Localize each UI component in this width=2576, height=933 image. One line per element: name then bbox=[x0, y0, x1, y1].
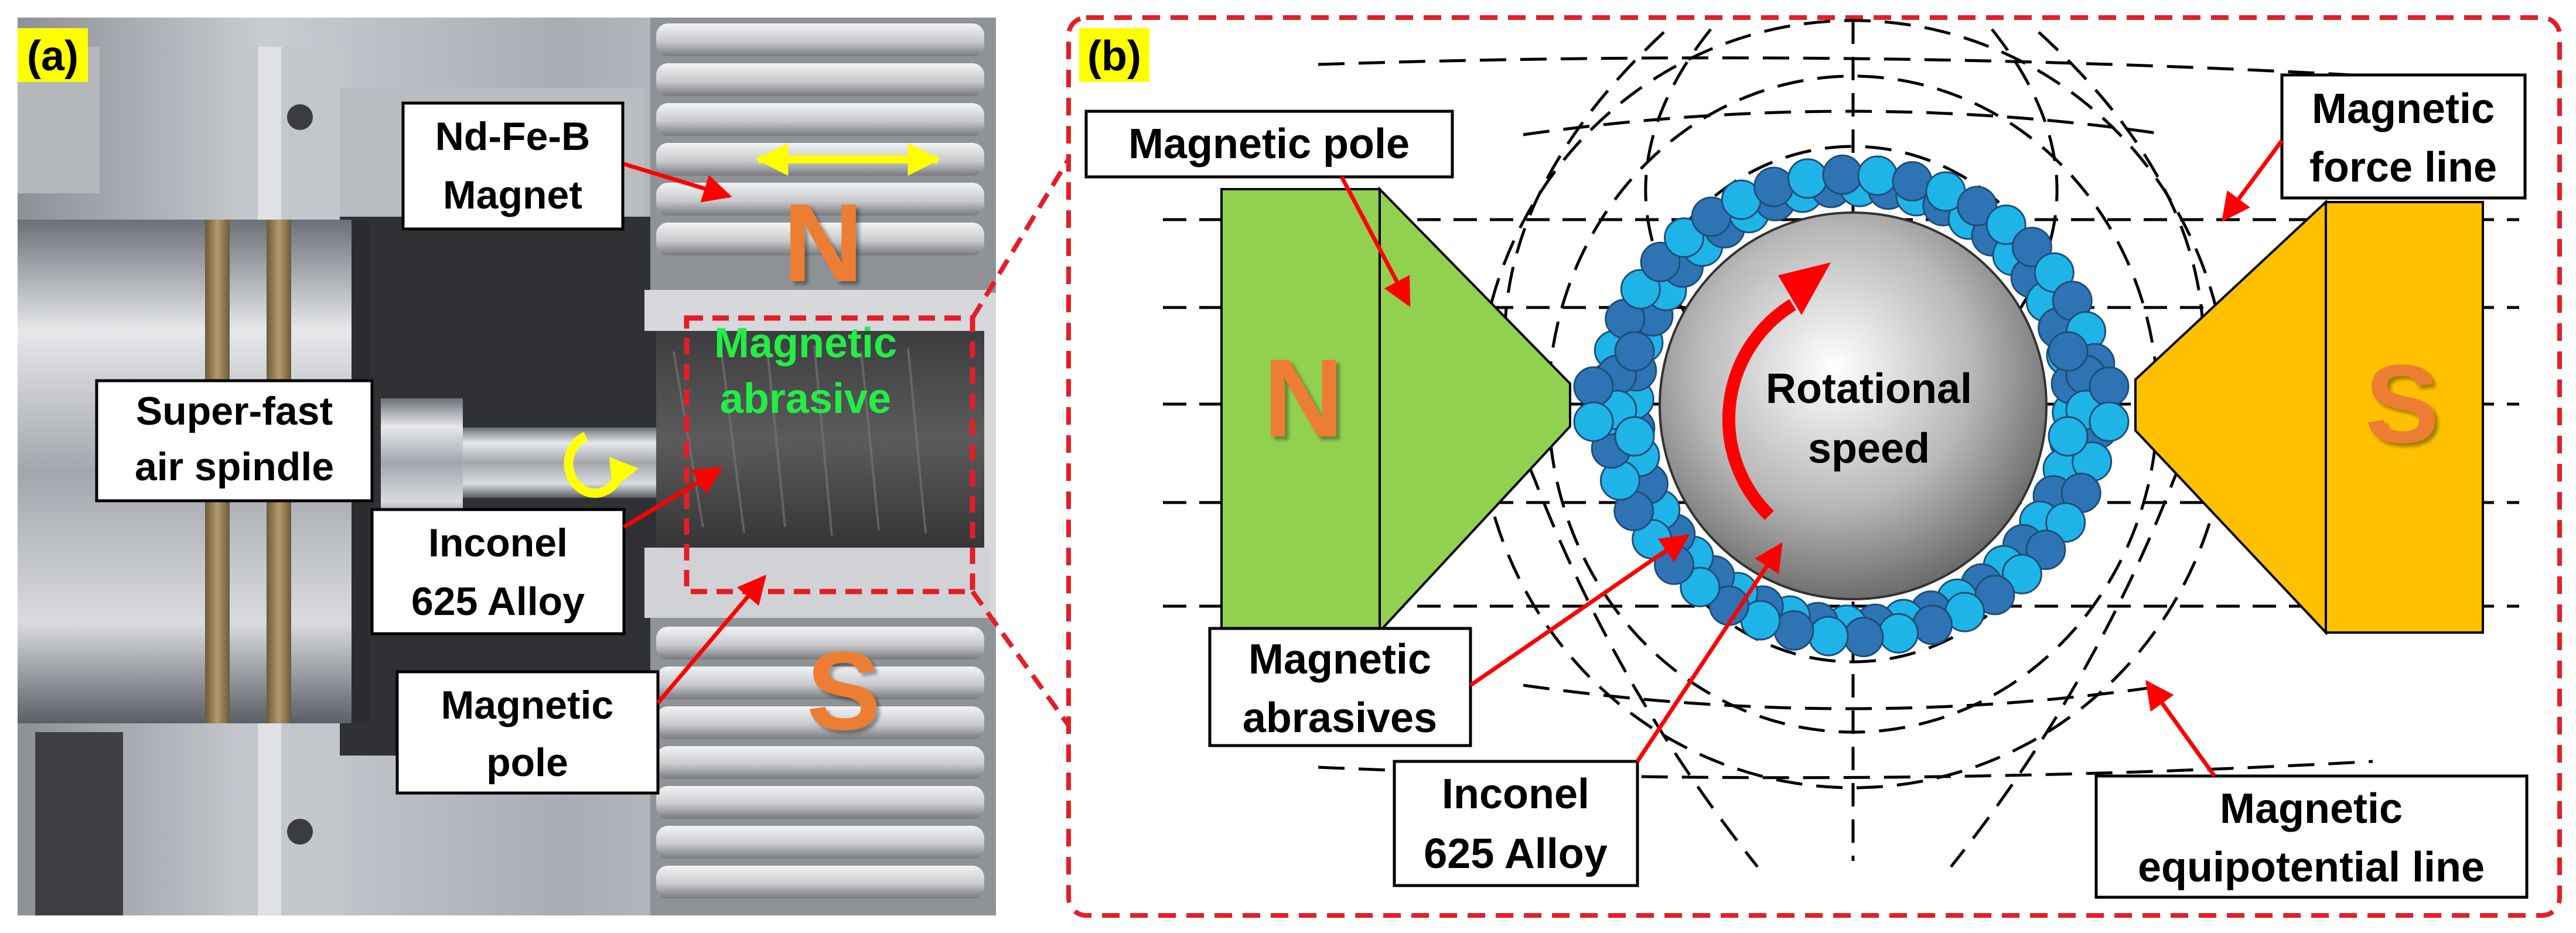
south-magnet-stack bbox=[644, 548, 996, 915]
abrasive-particle bbox=[1620, 269, 1661, 310]
svg-text:Inconel: Inconel bbox=[1442, 771, 1589, 818]
abrasive-particle bbox=[1878, 613, 1919, 654]
rotation-arrow-icon bbox=[564, 432, 639, 498]
abrasive-brush bbox=[656, 331, 984, 548]
north-pole-block bbox=[1220, 186, 1571, 635]
callout-force-line: Magnetic force line bbox=[2222, 73, 2527, 222]
panel-a-tag-bg bbox=[18, 28, 88, 82]
diagram-south-letter: S bbox=[2365, 342, 2439, 466]
spindle-shaft bbox=[381, 398, 463, 527]
callout-workpiece-b: Inconel 625 Alloy bbox=[1393, 542, 1783, 887]
svg-text:Magnetic pole: Magnetic pole bbox=[1128, 121, 1410, 168]
svg-text:air spindle: air spindle bbox=[135, 445, 334, 489]
zoom-connector-bottom bbox=[970, 590, 1072, 728]
panel-a-tag: (a) bbox=[27, 33, 79, 80]
svg-text:Inconel: Inconel bbox=[428, 521, 568, 565]
callout-equipotential: Magnetic equipotential line bbox=[2094, 680, 2529, 899]
abrasive-particle bbox=[1912, 604, 1953, 645]
callout-pole-a: Magnetic pole bbox=[395, 575, 767, 795]
svg-text:Super-fast: Super-fast bbox=[136, 389, 333, 433]
abrasive-particle bbox=[1787, 158, 1828, 199]
abrasive-particle bbox=[2011, 227, 2052, 268]
photo-north-letter: N bbox=[783, 181, 863, 305]
abrasive-particle bbox=[1573, 366, 1614, 407]
abrasive-particle bbox=[1843, 617, 1884, 658]
abrasive-particle bbox=[1664, 217, 1705, 258]
abrasive-particle bbox=[2089, 366, 2130, 407]
callout-workpiece-a: Inconel 625 Alloy bbox=[370, 467, 724, 635]
photo-south-letter: S bbox=[807, 629, 881, 753]
rotation-arrow bbox=[1722, 262, 1831, 520]
abrasive-particle bbox=[1857, 155, 1898, 196]
svg-text:Magnetic: Magnetic bbox=[2312, 86, 2495, 132]
zoom-connector-top bbox=[970, 156, 1072, 320]
abrasive-particle bbox=[2001, 553, 2042, 594]
callout-magnetic-pole-b: Magnetic pole bbox=[1084, 110, 1454, 307]
abrasive-particle bbox=[1957, 186, 1998, 227]
abrasive-particle bbox=[1680, 566, 1721, 607]
abrasive-particle bbox=[1614, 416, 1655, 457]
abrasive-particle bbox=[2048, 416, 2089, 457]
panel-b-tag: (b) bbox=[1087, 33, 1141, 80]
svg-text:Magnetic: Magnetic bbox=[1248, 636, 1431, 683]
svg-text:Magnetic: Magnetic bbox=[441, 683, 614, 727]
svg-text:625 Alloy: 625 Alloy bbox=[1424, 831, 1608, 877]
abrasive-particle bbox=[1573, 401, 1614, 442]
svg-text:625 Alloy: 625 Alloy bbox=[411, 579, 585, 624]
south-pole-block bbox=[2134, 199, 2484, 636]
abrasive-particle bbox=[2025, 529, 2066, 570]
rotation-label-line2: speed bbox=[1808, 425, 1930, 472]
abrasive-particle bbox=[2045, 502, 2086, 543]
panel-b-tag-bg bbox=[1079, 28, 1149, 82]
diagram-north-letter: N bbox=[1263, 336, 1343, 460]
abrasive-label-line1: Magnetic bbox=[714, 320, 897, 367]
svg-text:force line: force line bbox=[2309, 144, 2497, 191]
svg-text:pole: pole bbox=[486, 740, 568, 785]
abrasive-particle bbox=[1614, 331, 1655, 372]
svg-text:Magnetic: Magnetic bbox=[2220, 785, 2403, 832]
abrasive-particle bbox=[2089, 401, 2130, 442]
abrasive-particle bbox=[2048, 331, 2089, 372]
abrasive-particle bbox=[1640, 241, 1681, 282]
svg-text:Nd-Fe-B: Nd-Fe-B bbox=[435, 114, 590, 159]
callout-abrasives-b: Magnetic abrasives bbox=[1208, 534, 1690, 747]
callout-spindle: Super-fast air spindle bbox=[95, 379, 374, 503]
callout-magnet: Nd-Fe-B Magnet bbox=[401, 101, 732, 231]
svg-text:equipotential line: equipotential line bbox=[2138, 844, 2485, 891]
svg-text:abrasives: abrasives bbox=[1243, 695, 1437, 741]
detail-region-frame bbox=[684, 315, 975, 594]
rotation-label-line1: Rotational bbox=[1766, 365, 1972, 412]
abrasive-particle bbox=[1985, 204, 2026, 245]
abrasive-particle bbox=[1808, 616, 1849, 657]
abrasive-label-line2: abrasive bbox=[720, 375, 891, 422]
svg-text:Magnet: Magnet bbox=[443, 173, 582, 217]
abrasive-particle bbox=[1753, 166, 1794, 207]
abrasive-particle bbox=[1822, 154, 1863, 195]
